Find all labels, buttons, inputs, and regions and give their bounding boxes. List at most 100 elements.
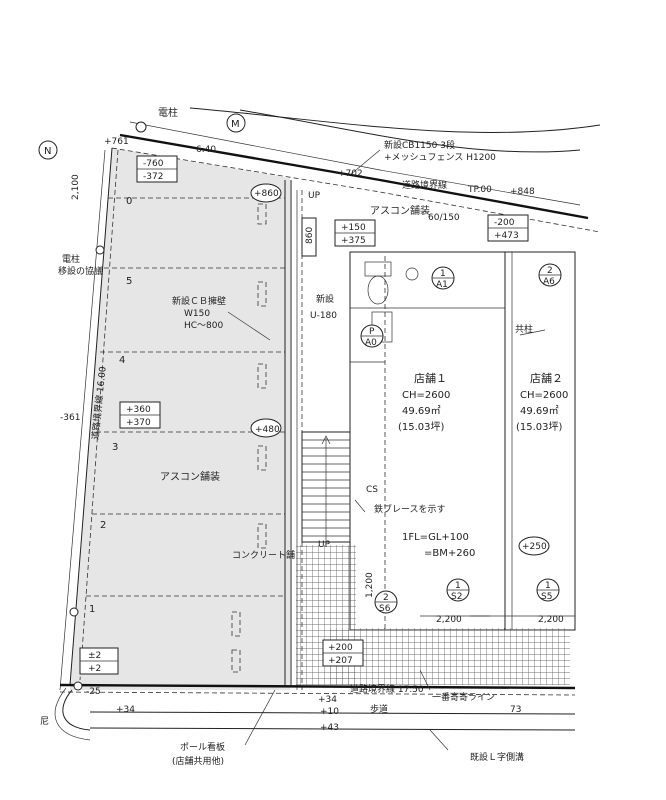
box-b-bottom: +375 [341,236,366,246]
box-c-bottom: +473 [494,231,519,241]
up-label-stair: UP [318,540,331,550]
section-6-num: 1 [440,269,446,279]
level-860-vert: 860 [305,227,315,244]
box-c-top: -200 [494,218,515,228]
row-1: 1 [89,604,95,615]
level-43: +43 [320,723,339,733]
dim-761: +761 [104,137,129,147]
new-fence-label: 新設CB1150 3段 [384,139,455,151]
cb-wall-2: W150 [184,309,210,319]
grid-marker-n: N [44,146,51,157]
section-6-sheet: A1 [436,280,448,290]
level-702: +702 [338,169,363,179]
bottom-73: 73 [510,705,521,715]
row-0: 0 [126,196,132,207]
section-5-num: P [369,327,375,337]
car-stop-marks [231,203,267,673]
level-10: +10 [320,707,339,717]
section-3-num: 1 [545,581,551,591]
floor-level-2: =BM+260 [424,548,475,559]
level-361: -361 [60,413,80,423]
pole-sign-label-1: ポール看板 [180,741,225,753]
section-1-sheet: S2 [451,592,462,602]
dim-60-150: 60/150 [428,213,460,223]
i-beam-label: 共柱 [515,323,533,335]
row-3: 3 [112,442,118,453]
gutter-label: 既設Ｌ字側溝 [470,751,524,763]
new-drain-2: U-180 [310,311,337,321]
left-boundary [69,147,113,686]
section-3-sheet: S5 [541,592,552,602]
section-5-sheet: A0 [365,338,377,348]
level-minus-25: -25 [86,687,101,697]
road-boundary-bottom: 道路境界線 17.50 [350,683,424,695]
road-top-curve [189,107,601,133]
grid-marker-m: M [231,119,240,130]
pole-left-1: 電柱 [62,253,80,265]
road-boundary-label: 道路境界線 [402,179,447,191]
parking-row-lines [86,197,285,597]
new-fence-label-2: +メッシュフェンス H1200 [384,153,496,163]
left-parking-area [70,148,290,690]
section-4-num: 2 [547,266,553,276]
shop1-tsubo: (15.03坪) [398,420,445,433]
section-1-num: 1 [455,581,461,591]
shop2-tsubo: (15.03坪) [516,420,563,433]
sidewalk-label: 歩道 [370,703,388,715]
shop2-area: 49.69㎡ [520,405,559,417]
shop1-area: 49.69㎡ [402,405,441,417]
cb-wall-3: HC～800 [184,321,224,331]
shop1-ch: CH=2600 [402,390,450,401]
level-250: +250 [522,542,547,552]
level-34-left: +34 [116,705,135,715]
pole-sign-label-2: (店舗共用他) [172,755,224,767]
level-848: +848 [510,187,535,197]
box-a-bottom: -372 [143,172,163,182]
cb-wall-1: 新設ＣＢ擁壁 [172,295,226,307]
level-480: +480 [255,425,280,435]
box-f-top: ±2 [88,651,101,661]
section-2-sheet: S6 [379,604,391,614]
box-a-top: -760 [143,159,164,169]
new-drain-1: 新設 [316,293,334,305]
row-5: 5 [126,276,132,287]
tiled-area-front [330,628,570,685]
asphalt-mid-label: アスコン舗装 [160,470,220,483]
shop2-name: 店舗２ [530,371,563,385]
utility-pole-label: 電柱 [158,106,178,119]
level-tags [79,155,529,675]
dim-1200: 1,200 [365,572,375,598]
concrete-label: コンクリート舗 [232,549,295,561]
floor-level-1: 1FL=GL+100 [402,532,469,543]
shop2-ch: CH=2600 [520,390,568,401]
section-marks [360,263,562,614]
box-b-top: +150 [341,223,366,233]
box-d-top: +360 [126,405,151,415]
level-860: +860 [254,189,279,199]
up-label-top: UP [308,191,321,201]
box-d-bottom: +370 [126,418,151,428]
dim-2200-b: 2,200 [538,615,564,625]
road-tp: TP.00 [467,185,492,195]
level-34-right: +34 [318,695,337,705]
box-e-bottom: +207 [328,656,353,666]
brace-note: 鉄ブレースを示す [374,503,446,515]
edge-left-label: 尼 [40,716,49,727]
dim-2200-a: 2,200 [436,615,462,625]
cs-label: CS [366,485,378,495]
box-e-top: +200 [328,643,353,653]
section-2-num: 2 [383,593,389,603]
shop1-name: 店舗１ [414,371,447,385]
dim-2100: 2,100 [71,174,81,200]
shop-line-label: 一番寄寄ライン [432,691,495,703]
staircase [301,431,351,543]
dim-640: 6.40 [196,145,216,155]
row-2: 2 [100,520,106,531]
bottom-road [54,683,576,741]
asphalt-top-label: アスコン舗装 [370,204,430,217]
section-4-sheet: A6 [543,277,555,287]
box-f-bottom: +2 [88,664,101,674]
row-4: 4 [119,355,125,366]
pole-left-2: 移設の協議 [58,265,103,277]
